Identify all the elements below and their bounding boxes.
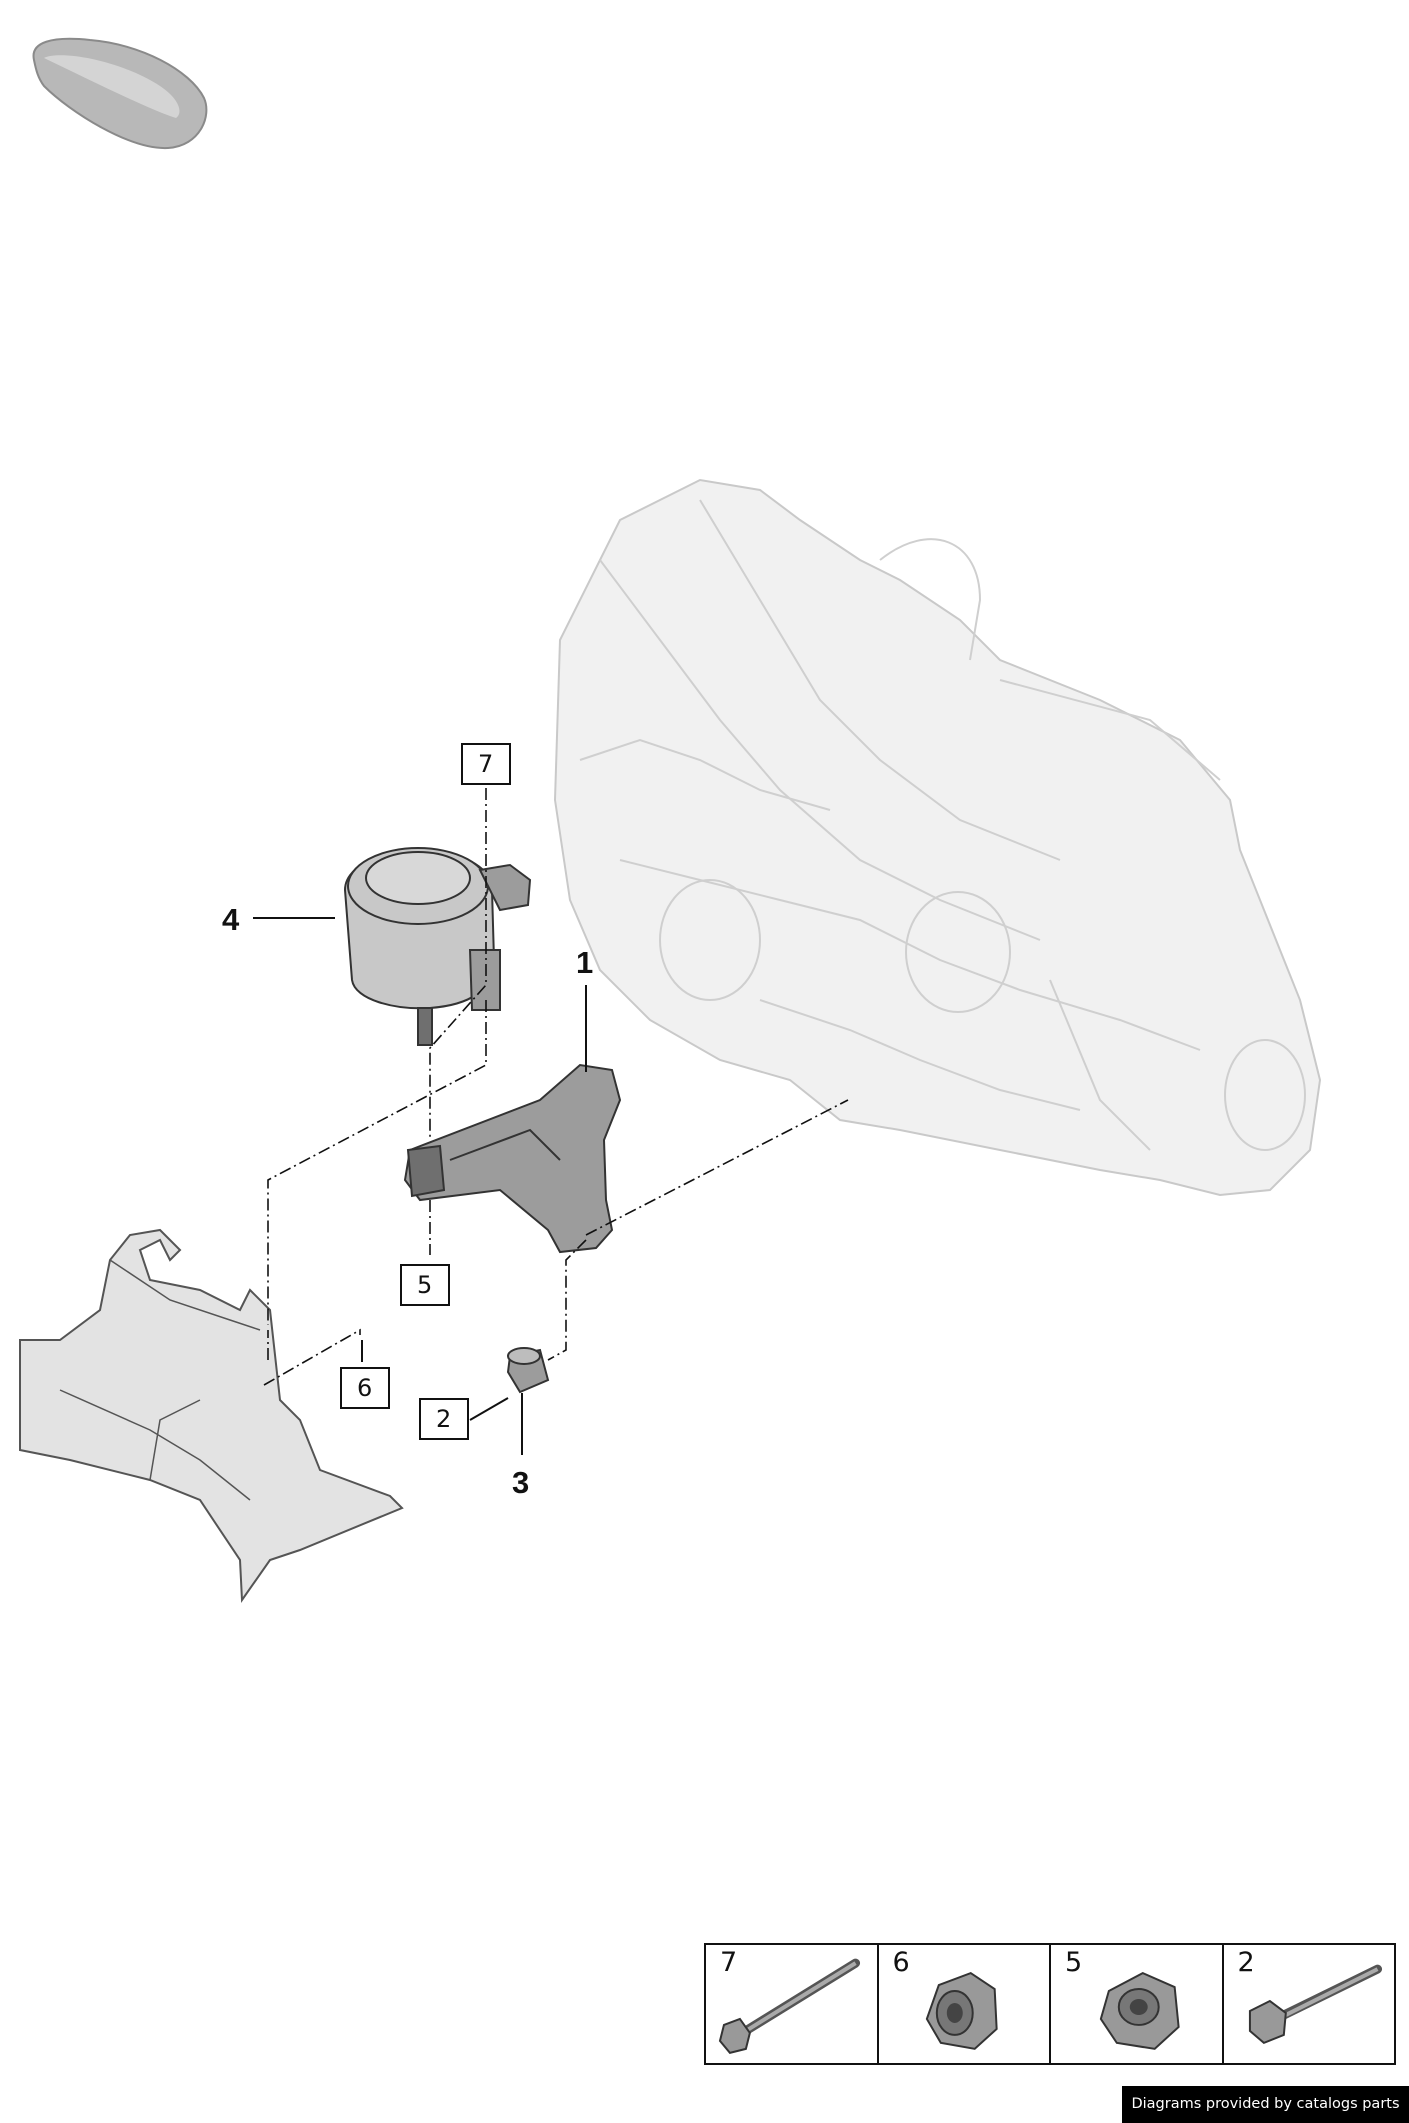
credit-banner: Diagrams provided by catalogs parts (1122, 2086, 1409, 2123)
transmission-ghost (553, 478, 1322, 1197)
bushing-part (506, 1347, 550, 1394)
alignment-lines (263, 788, 849, 1386)
hardware-legend: 7 6 5 2 (704, 1943, 1396, 2065)
svg-text:6: 6 (357, 1374, 372, 1402)
box-5: 5 (400, 1264, 450, 1306)
leader-lines (253, 917, 587, 1455)
legend-number: 6 (892, 1947, 910, 1978)
legend-number: 5 (1065, 1947, 1083, 1978)
flange-nut-icon (925, 1971, 998, 2050)
box-7: 7 (461, 743, 511, 785)
short-bolt-icon (1248, 1964, 1382, 2045)
vehicle-silhouette-icon (32, 37, 208, 150)
svg-text:5: 5 (417, 1271, 432, 1299)
hex-nut-icon (1099, 1971, 1180, 2050)
legend-cell-7: 7 (706, 1945, 879, 2063)
callout-4: 4 (222, 902, 240, 937)
bracket-part (403, 1063, 622, 1254)
callout-3: 3 (512, 1465, 529, 1500)
long-bolt-icon (718, 1958, 861, 2054)
legend-number: 2 (1237, 1947, 1255, 1978)
engine-mount-part (343, 847, 532, 1046)
legend-cell-6: 6 (879, 1945, 1051, 2063)
box-6: 6 (340, 1367, 390, 1409)
svg-text:7: 7 (478, 750, 493, 778)
subframe-ghost (19, 1228, 404, 1603)
legend-number: 7 (720, 1947, 738, 1978)
callout-1: 1 (576, 945, 593, 980)
box-2: 2 (419, 1398, 469, 1440)
legend-cell-5: 5 (1051, 1945, 1224, 2063)
legend-cell-2: 2 (1224, 1945, 1395, 2063)
svg-text:2: 2 (436, 1405, 451, 1433)
